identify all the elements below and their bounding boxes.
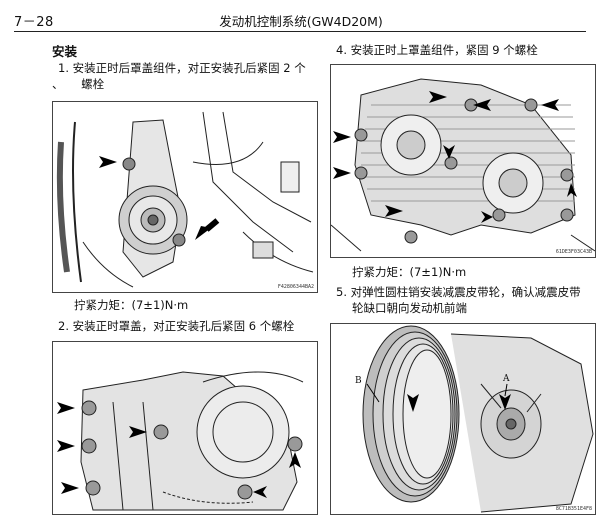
callout-label-a: A — [503, 374, 510, 384]
arrow-icon — [289, 452, 301, 468]
step-1-number: 1. — [58, 61, 69, 75]
arrow-icon — [385, 205, 403, 217]
step-5-line1: 5. 对弹性圆柱销安装减震皮带轮，确认减震皮带 — [336, 284, 581, 300]
page-header-title: 发动机控制系统(GW4D20M) — [219, 14, 383, 29]
arrow-icon — [253, 486, 267, 498]
section-title: 安装 — [52, 44, 78, 59]
step-5-number: 5. — [336, 285, 347, 299]
figure-damper-pulley-drawing — [362, 325, 594, 513]
step-5-text: 对弹性圆柱销安装减震皮带轮，确认减震皮带 — [350, 285, 581, 299]
step-4-line: 4. 安装正时上罩盖组件，紧固 9 个螺栓 — [336, 42, 538, 58]
step-1-torque: 拧紧力矩：(7±1)N·m — [74, 298, 189, 312]
arrow-icon — [129, 426, 147, 438]
figure-timing-cover — [52, 341, 318, 515]
step-4-number: 4. — [336, 43, 347, 57]
step-5-text-continued: 轮缺口朝向发动机前端 — [352, 301, 467, 315]
step-2-line: 2. 安装正时罩盖，对正安装孔后紧固 6 个螺栓 — [58, 318, 294, 334]
callout-label-b: B — [355, 376, 362, 386]
arrow-icon — [57, 440, 75, 452]
figure-timing-rear-cover-drawing — [56, 111, 314, 288]
arrow-icon — [57, 402, 75, 414]
step-1-line2: 、 螺栓 — [52, 76, 104, 92]
arrow-icon — [567, 183, 577, 197]
figure-code: 8C71B351E4F8 — [555, 506, 592, 512]
step-1-text-continued: 螺栓 — [81, 77, 105, 91]
arrow-icon — [443, 145, 455, 159]
arrow-icon — [407, 394, 419, 412]
step-2-number: 2. — [58, 319, 69, 333]
arrow-icon — [499, 394, 511, 410]
figure-timing-cover-drawing — [57, 371, 304, 511]
step-4-text: 安装正时上罩盖组件，紧固 9 个螺栓 — [350, 43, 538, 57]
step-1-text: 安装正时后罩盖组件，对正安装孔后紧固 2 个 — [72, 61, 306, 75]
figure-code: F42806344BA2 — [277, 284, 314, 290]
stray-mark: 、 — [52, 77, 64, 91]
figure-timing-rear-cover: F42806344BA2 — [52, 101, 318, 293]
figure-upper-timing-cover: 61DE3F03C43B — [330, 64, 596, 258]
page-number: 7－28 — [14, 15, 54, 30]
figure-upper-timing-cover-drawing — [331, 78, 595, 252]
step-1-line1: 1. 安装正时后罩盖组件，对正安装孔后紧固 2 个 — [58, 60, 306, 76]
figure-damper-pulley: B A 8C71B351E4F8 — [330, 323, 596, 515]
step-2-text: 安装正时罩盖，对正安装孔后紧固 6 个螺栓 — [72, 319, 295, 333]
figure-code: 61DE3F03C43B — [555, 249, 592, 255]
arrow-icon — [333, 131, 351, 143]
step-4-torque: 拧紧力矩：(7±1)N·m — [352, 265, 467, 279]
arrow-icon — [99, 156, 117, 168]
arrow-icon — [429, 91, 447, 103]
arrow-icon — [541, 99, 559, 111]
arrow-icon — [333, 167, 351, 179]
arrow-icon — [61, 482, 79, 494]
arrow-icon — [473, 99, 491, 111]
header-rule — [14, 31, 586, 32]
arrow-icon — [481, 211, 493, 223]
